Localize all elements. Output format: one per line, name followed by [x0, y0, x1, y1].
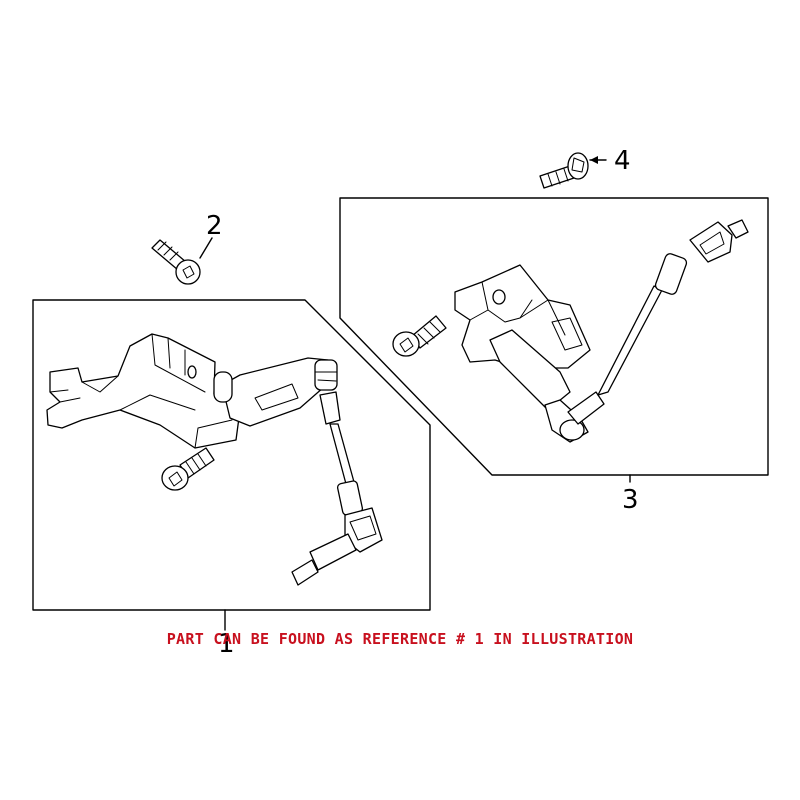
left-link-rod	[291, 391, 383, 586]
callout-3-label: 3	[622, 485, 639, 515]
left-panel-outline	[32, 299, 431, 611]
part-reference-note: PART CAN BE FOUND AS REFERENCE # 1 IN IL…	[166, 630, 634, 648]
right-sensor-panel: 3	[339, 197, 769, 515]
left-bracket	[46, 333, 241, 449]
left-panel-bolt	[161, 447, 215, 491]
right-sensor-body	[489, 329, 605, 443]
left-sensor-panel: 1	[32, 299, 431, 659]
bolt-2: 2	[151, 211, 223, 285]
bolt-4: 4	[539, 146, 631, 189]
callout-4-arrowhead	[590, 156, 598, 164]
right-bracket	[454, 264, 591, 369]
callout-4-label: 4	[614, 146, 631, 176]
callout-2-label: 2	[206, 211, 223, 241]
right-panel-bolt	[392, 315, 447, 357]
callout-2-leader	[199, 237, 213, 259]
callout-1-label: 1	[218, 629, 235, 659]
left-sensor-body	[213, 357, 338, 427]
right-link-rod	[597, 219, 749, 396]
